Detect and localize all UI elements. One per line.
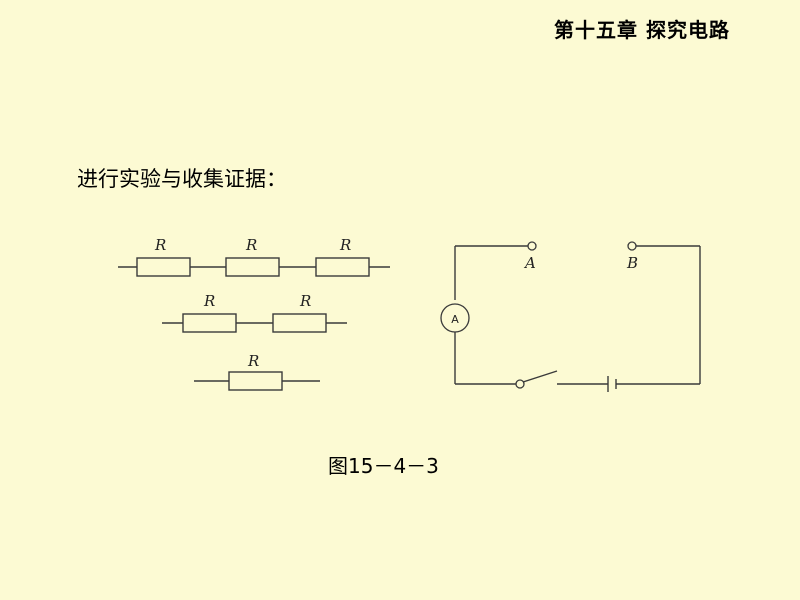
- chapter-title: 第十五章 探究电路: [554, 18, 730, 42]
- section-heading: 进行实验与收集证据：: [77, 167, 287, 191]
- resistor: [272, 313, 327, 333]
- resistor-label: R: [299, 292, 311, 310]
- terminal-a-label: A: [523, 254, 536, 272]
- ammeter-label: A: [451, 313, 459, 326]
- resistor-label: R: [247, 352, 259, 370]
- resistor-label: R: [339, 236, 351, 254]
- resistor-row-two: R R: [162, 292, 347, 333]
- terminal-b: [627, 241, 637, 251]
- terminal-a: [527, 241, 537, 251]
- resistor-row-one: R: [194, 352, 320, 391]
- figure-caption: 图15－4－3: [328, 454, 439, 478]
- terminal-b-label: B: [626, 254, 638, 272]
- test-circuit: A A B: [440, 241, 701, 392]
- resistor-row-three: R R R: [118, 236, 390, 277]
- resistor: [136, 257, 191, 277]
- switch-blade: [522, 370, 558, 383]
- resistor: [182, 313, 237, 333]
- resistor-label: R: [203, 292, 215, 310]
- resistor-label: R: [154, 236, 166, 254]
- resistor: [315, 257, 370, 277]
- resistor-label: R: [245, 236, 257, 254]
- resistor: [228, 371, 283, 391]
- switch-pivot: [515, 379, 525, 389]
- resistor: [225, 257, 280, 277]
